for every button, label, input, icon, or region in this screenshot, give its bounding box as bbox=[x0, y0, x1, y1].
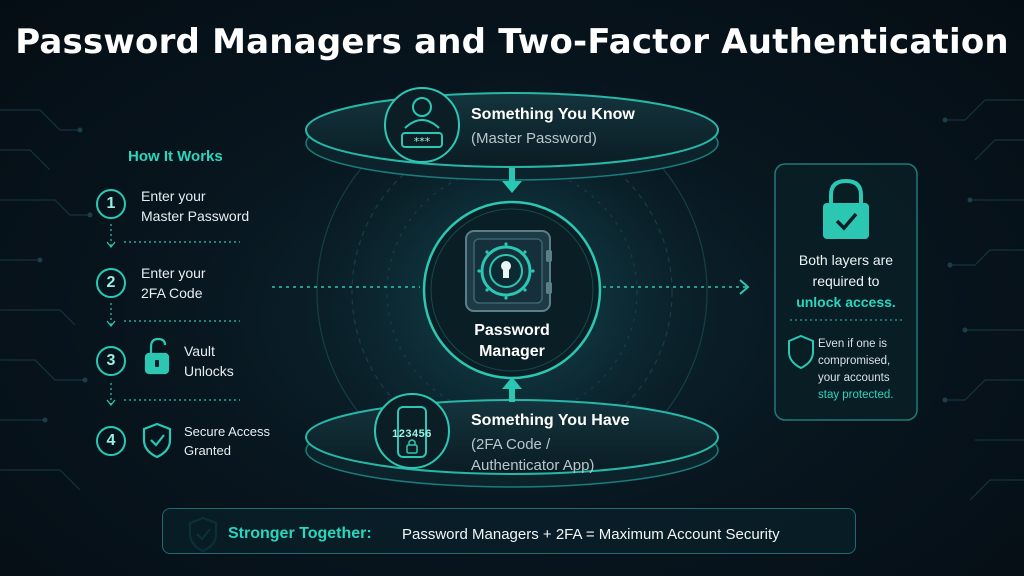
page-title: Password Managers and Two-Factor Authent… bbox=[15, 22, 1009, 62]
step-3-number: 3 bbox=[96, 346, 126, 376]
arrow-down-icon bbox=[502, 168, 522, 193]
right-note-line1: Even if one is bbox=[818, 338, 888, 350]
vault-icon bbox=[465, 230, 552, 312]
right-note-line4: stay protected. bbox=[818, 389, 894, 401]
arrow-up-icon bbox=[502, 377, 522, 402]
step-3-line2: Unlocks bbox=[184, 363, 234, 379]
step-4-number: 4 bbox=[96, 426, 126, 456]
step-1-number: 1 bbox=[96, 189, 126, 219]
step-2-line1: Enter your bbox=[141, 265, 206, 281]
unlock-icon bbox=[144, 337, 170, 375]
shield-check-icon-step bbox=[142, 422, 172, 459]
step-2-line2: 2FA Code bbox=[141, 285, 203, 301]
right-panel-line1: Both layers are bbox=[798, 252, 894, 268]
how-it-works-heading: How It Works bbox=[128, 148, 223, 165]
right-note-line3: your accounts bbox=[818, 372, 890, 384]
password-manager-line1: Password bbox=[474, 322, 550, 339]
circuit-decoration-left bbox=[0, 109, 90, 491]
footer-strong: Stronger Together: bbox=[228, 525, 372, 542]
step-1-line1: Enter your bbox=[141, 188, 206, 204]
svg-text:***: *** bbox=[414, 135, 431, 148]
step-4-line1: Secure Access bbox=[184, 424, 270, 439]
right-panel-line3: unlock access. bbox=[796, 294, 896, 310]
step-3-text: Vault Unlocks bbox=[184, 341, 234, 381]
step-2-text: Enter your 2FA Code bbox=[141, 263, 206, 303]
top-layer-subtitle: (Master Password) bbox=[471, 130, 597, 147]
step-4-line2: Granted bbox=[184, 443, 231, 458]
bottom-layer-subtitle-line2: Authenticator App) bbox=[471, 457, 595, 474]
user-password-icon: *** bbox=[384, 87, 460, 163]
circuit-decoration-right bbox=[945, 99, 1024, 501]
step-1-line2: Master Password bbox=[141, 208, 250, 224]
step-2-number: 2 bbox=[96, 268, 126, 298]
footer-text: Password Managers + 2FA = Maximum Accoun… bbox=[402, 526, 780, 543]
bottom-layer-title: Something You Have bbox=[471, 412, 630, 429]
shield-icon bbox=[788, 334, 814, 370]
padlock-check-icon bbox=[823, 178, 869, 239]
arrow-right-icon bbox=[739, 279, 750, 295]
right-panel-text: Both layers are required to unlock acces… bbox=[776, 250, 916, 313]
right-panel bbox=[774, 163, 918, 421]
bottom-layer-subtitle-line1: (2FA Code / bbox=[471, 436, 551, 453]
right-note-line2: compromised, bbox=[818, 355, 891, 367]
step-3-line1: Vault bbox=[184, 343, 215, 359]
password-manager-label: Password Manager bbox=[454, 320, 570, 362]
right-panel-line2: required to bbox=[812, 273, 880, 289]
footer-bar bbox=[162, 508, 856, 554]
step-1-text: Enter your Master Password bbox=[141, 186, 249, 226]
password-manager-line2: Manager bbox=[479, 343, 545, 360]
top-layer-title: Something You Know bbox=[471, 106, 635, 123]
bottom-layer-subtitle: (2FA Code / Authenticator App) bbox=[471, 434, 594, 476]
phone-lock-icon bbox=[374, 393, 450, 469]
right-panel-note: Even if one is compromised, your account… bbox=[818, 336, 914, 404]
auth-code: 123456 bbox=[392, 428, 432, 440]
step-4-text: Secure Access Granted bbox=[184, 422, 270, 460]
